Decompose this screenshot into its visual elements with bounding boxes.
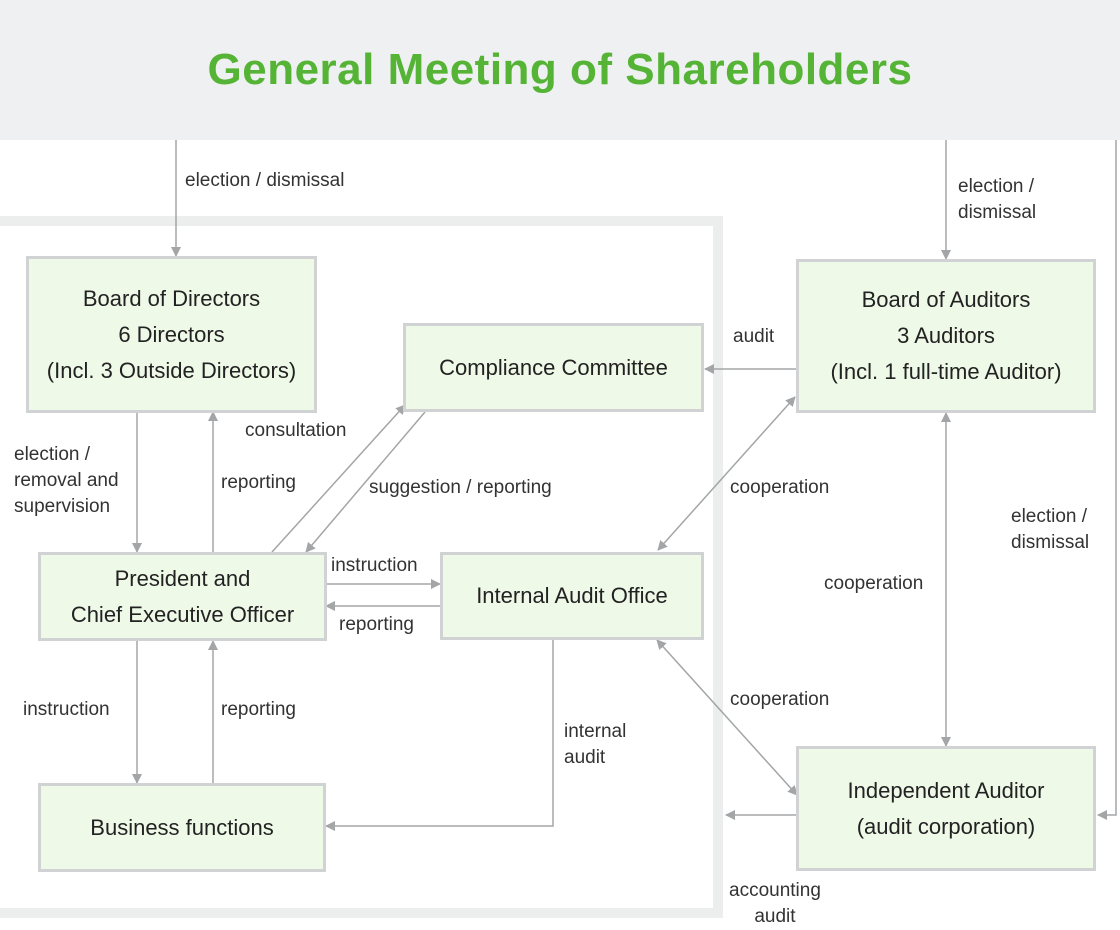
label-business-to-president: reporting: [221, 699, 296, 720]
independent-auditor-title: Independent Auditor: [847, 777, 1045, 803]
label-gms-to-independent-auditor: election / dismissal: [1011, 504, 1089, 556]
label-suggestion-reporting: suggestion / reporting: [369, 477, 552, 498]
label-line: removal and: [14, 470, 119, 491]
board-of-auditors-count: 3 Auditors: [897, 323, 995, 348]
board-of-directors-title: Board of Directors: [82, 285, 261, 311]
label-directors-to-president: election / removal and supervision: [14, 442, 119, 520]
compliance-committee-title: Compliance Committee: [439, 354, 668, 380]
president-title-line-2: Chief Executive Officer: [70, 601, 295, 627]
label-consultation: consultation: [245, 420, 347, 441]
label-line: dismissal: [958, 202, 1037, 223]
board-of-directors-box: Board of Directors 6 Directors (Incl. 3 …: [26, 256, 317, 413]
label-line: audit: [564, 747, 606, 768]
label-auditors-independent-cooperation: cooperation: [824, 573, 924, 594]
board-of-auditors-note: (Incl. 1 full-time Auditor): [830, 359, 1062, 384]
arrow-gms-to-independent-auditor: [1097, 140, 1117, 820]
internal-audit-office-title: Internal Audit Office: [476, 583, 668, 608]
label-line: election /: [14, 444, 91, 465]
arrow-suggestion-reporting: [305, 411, 426, 553]
label-line: audit: [754, 906, 796, 927]
board-of-directors-count: 6 Directors: [118, 321, 225, 347]
label-president-to-business: instruction: [23, 699, 110, 720]
label-president-to-internal: instruction: [331, 555, 418, 576]
label-internal-independent-cooperation: cooperation: [730, 689, 830, 710]
label-president-to-directors: reporting: [221, 472, 296, 493]
internal-audit-office-box: Internal Audit Office: [440, 552, 704, 640]
arrow-internal-independent-cooperation: [656, 639, 798, 796]
page-title: General Meeting of Shareholders: [207, 45, 913, 94]
board-of-directors-note: (Incl. 3 Outside Directors): [46, 357, 297, 383]
arrow-internal-audit: [325, 640, 554, 831]
label-gms-to-board-auditors: election / dismissal: [958, 174, 1036, 226]
label-line: supervision: [14, 496, 111, 517]
label-auditors-internal-cooperation: cooperation: [730, 477, 830, 498]
board-of-auditors-title: Board of Auditors: [861, 287, 1031, 312]
independent-auditor-box: Independent Auditor (audit corporation): [796, 746, 1096, 871]
label-line: dismissal: [1011, 532, 1090, 553]
business-functions-box: Business functions: [38, 783, 326, 872]
arrow-consultation: [271, 404, 406, 553]
label-internal-to-president: reporting: [339, 614, 414, 635]
compliance-committee-box: Compliance Committee: [403, 323, 704, 412]
label-line: election /: [958, 176, 1035, 197]
business-functions-title: Business functions: [90, 814, 274, 840]
label-line: accounting: [729, 880, 821, 901]
label-line: internal: [564, 721, 627, 742]
president-ceo-box: President and Chief Executive Officer: [38, 552, 327, 641]
label-gms-to-board-directors: election / dismissal: [185, 170, 345, 191]
label-line: election /: [1011, 506, 1088, 527]
label-internal-audit: internal audit: [564, 719, 626, 771]
independent-auditor-note: (audit corporation): [856, 813, 1036, 839]
president-title-line-1: President and: [114, 565, 251, 591]
label-accounting-audit: accounting audit: [729, 878, 821, 930]
arrow-auditors-internal-cooperation: [657, 396, 796, 551]
board-of-auditors-box: Board of Auditors 3 Auditors (Incl. 1 fu…: [796, 259, 1096, 413]
shareholders-meeting-header: General Meeting of Shareholders: [0, 0, 1120, 140]
label-auditors-to-compliance: audit: [733, 326, 775, 347]
